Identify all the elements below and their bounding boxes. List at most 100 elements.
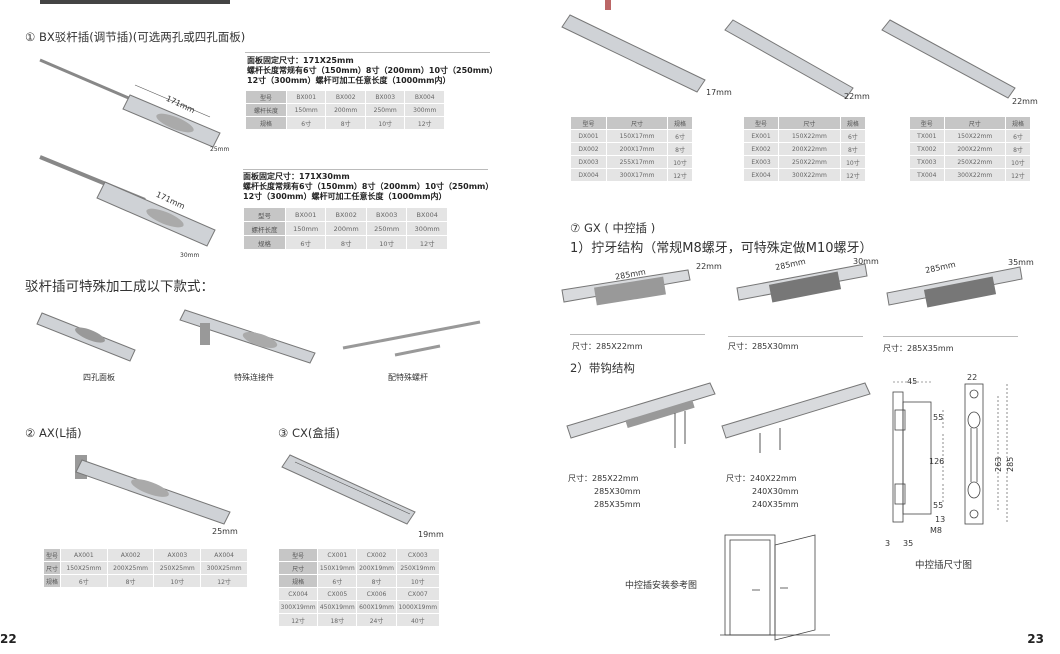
table-cell: 150X25mm bbox=[59, 561, 108, 575]
table-cell: EX003 bbox=[742, 155, 780, 169]
table-cell: 6寸 bbox=[317, 574, 358, 588]
table-cell: BX002 bbox=[325, 207, 367, 222]
table-cell: 10寸 bbox=[364, 116, 406, 130]
caption-line: 240X35mm bbox=[752, 500, 799, 509]
table-cell: DX004 bbox=[569, 168, 608, 182]
drawing-caption: 中控插尺寸图 bbox=[915, 560, 973, 571]
table-cell: 12寸 bbox=[406, 235, 448, 250]
ax-title: ② AX(L插) bbox=[25, 426, 82, 440]
bx-product-image-b bbox=[39, 155, 216, 247]
table-cell: 8寸 bbox=[1004, 142, 1032, 156]
bx-dim-width-b: 30mm bbox=[180, 252, 200, 259]
table-cell: 200mm bbox=[325, 103, 366, 117]
table-cell: CX003 bbox=[395, 548, 441, 562]
door-install-sketch bbox=[720, 534, 830, 641]
spec-line: 12寸（300mm）螺杆可加工任意长度（1000mm内） bbox=[247, 76, 451, 85]
table-cell: CX002 bbox=[356, 548, 397, 562]
dim-3: 3 bbox=[885, 539, 890, 548]
divider bbox=[245, 52, 490, 53]
table-row: 型号尺寸规格 bbox=[742, 116, 867, 130]
table-cell: AX001 bbox=[59, 548, 108, 562]
table-cell: 12寸 bbox=[277, 613, 319, 627]
gx-width-3: 35mm bbox=[1008, 258, 1034, 267]
table-cell: 18寸 bbox=[317, 613, 358, 627]
gx-caption-3: 尺寸：285X35mm bbox=[883, 344, 954, 353]
table-row: 型号尺寸规格 bbox=[569, 116, 693, 130]
table-cell: 型号 bbox=[243, 207, 286, 222]
caption-line: 240X30mm bbox=[752, 487, 799, 496]
table-cell: 200X22mm bbox=[778, 142, 841, 156]
table-cell: 12寸 bbox=[839, 168, 867, 182]
cut-header bbox=[40, 0, 230, 4]
table-cell: 300mm bbox=[406, 221, 448, 236]
special-rod-image bbox=[342, 320, 481, 357]
table-cell: 300X22mm bbox=[778, 168, 841, 182]
table-cell: 24寸 bbox=[356, 613, 397, 627]
gx-caption-2: 尺寸：285X30mm bbox=[728, 342, 799, 351]
table-cell: CX001 bbox=[317, 548, 358, 562]
gx-width-1: 22mm bbox=[696, 262, 722, 271]
table-cell: 150mm bbox=[284, 221, 327, 236]
table-cell: DX003 bbox=[569, 155, 608, 169]
table-cell: EX001 bbox=[742, 129, 780, 143]
table-cell: AX004 bbox=[200, 548, 248, 562]
table-cell: DX001 bbox=[569, 129, 608, 143]
spec-line: 螺杆长度常规有6寸（150mm）8寸（200mm）10寸（250mm） bbox=[247, 66, 498, 75]
table-cell: 150mm bbox=[285, 103, 327, 117]
table-cell: 6寸 bbox=[284, 235, 327, 250]
gx-length-3: 285mm bbox=[924, 259, 957, 276]
table-cell: 200X25mm bbox=[106, 561, 155, 575]
divider bbox=[570, 334, 705, 335]
table-cell: BX003 bbox=[365, 207, 408, 222]
table-cell: BX004 bbox=[404, 90, 445, 104]
table-cell: 150X19mm bbox=[317, 561, 358, 575]
table-cell: 6寸 bbox=[285, 116, 327, 130]
bx-title: ① BX驳杆插(调节插)(可选两孔或四孔面板) bbox=[25, 30, 246, 44]
caption-line: 285X30mm bbox=[594, 487, 641, 496]
gx-title: ⑦ GX ( 中控插 ) bbox=[570, 221, 656, 235]
table-cell: 尺寸 bbox=[43, 561, 61, 575]
gx-length-1: 285mm bbox=[614, 267, 647, 282]
table-cell: 规格 bbox=[839, 116, 867, 130]
dx-product-image bbox=[561, 0, 706, 93]
table-cell: 250X19mm bbox=[395, 561, 441, 575]
table-cell: 规格 bbox=[277, 574, 319, 588]
dim-35: 35 bbox=[903, 539, 913, 548]
hook-caption-b: 尺寸：240X22mm 240X30mm 240X35mm bbox=[726, 472, 799, 511]
table-cell: 8寸 bbox=[356, 574, 397, 588]
ex-dim: 22mm bbox=[844, 92, 870, 101]
table-cell: 10寸 bbox=[395, 574, 441, 588]
gx-caption-1: 尺寸：285X22mm bbox=[572, 342, 643, 351]
table-cell: 250mm bbox=[364, 103, 406, 117]
table-cell: 8寸 bbox=[106, 574, 155, 588]
gx-screw-image-1 bbox=[561, 269, 691, 306]
table-cell: 1000X19mm bbox=[395, 600, 441, 614]
table-row: 型号尺寸规格 bbox=[909, 116, 1032, 130]
divider bbox=[883, 336, 1018, 337]
dim-263: 263 bbox=[994, 457, 1003, 472]
table-cell: 300X22mm bbox=[943, 168, 1006, 182]
table-cell: DX002 bbox=[569, 142, 608, 156]
table-cell: 6寸 bbox=[59, 574, 108, 588]
table-cell: 40寸 bbox=[395, 613, 441, 627]
dim-45: 45 bbox=[907, 377, 917, 386]
special-caption-2: 特殊连接件 bbox=[234, 373, 274, 382]
table-cell: 600X19mm bbox=[356, 600, 397, 614]
table-cell: 200X22mm bbox=[943, 142, 1006, 156]
table-cell: CX007 bbox=[395, 587, 441, 601]
